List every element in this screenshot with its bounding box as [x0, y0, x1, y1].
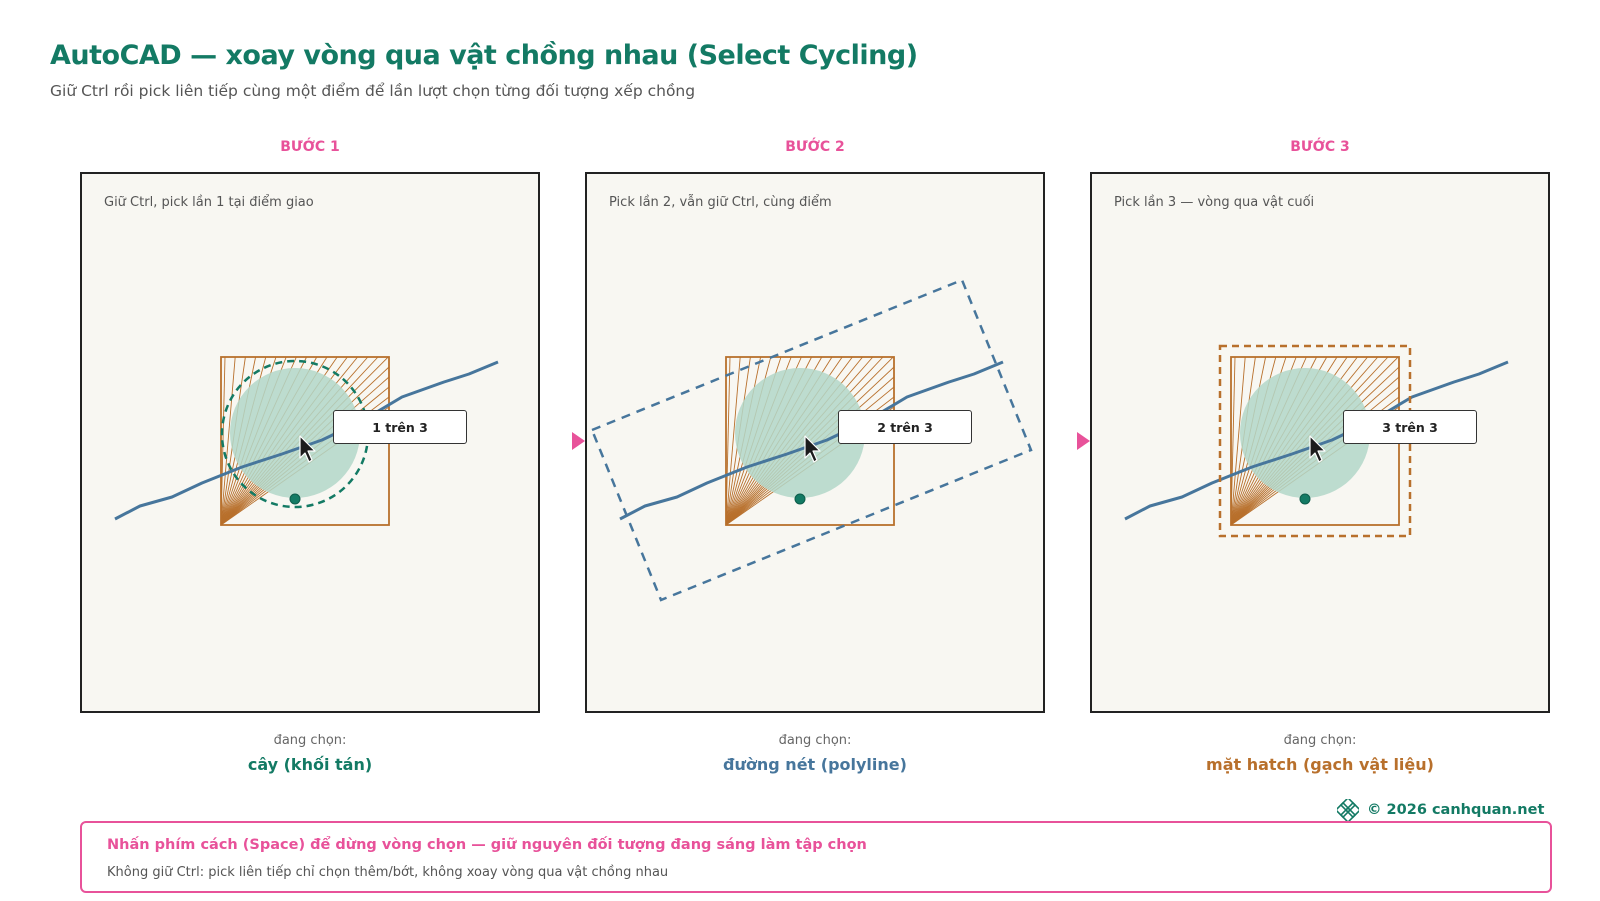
step-3-selection-label: đang chọn: — [1283, 733, 1357, 748]
tree-insertion-point — [1299, 493, 1311, 505]
hatch-line — [1230, 356, 1246, 526]
step-3-caption: Pick lần 3 — vòng qua vật cuối — [1114, 195, 1315, 210]
step-1-selection-value: cây (khối tán) — [247, 755, 373, 774]
tip-box: Nhấn phím cách (Space) để dừng vòng chọn… — [80, 821, 1552, 893]
tip-title: Nhấn phím cách (Space) để dừng vòng chọn… — [107, 837, 867, 853]
hatch-line — [725, 356, 731, 526]
step-1-selection-label: đang chọn: — [273, 733, 347, 748]
logo-icon — [1337, 799, 1359, 821]
cursor-arrow-icon — [299, 435, 316, 463]
tree-insertion-point — [289, 493, 301, 505]
step-1-panel: Giữ Ctrl, pick lần 1 tại điểm giao 1 trê… — [80, 172, 540, 713]
step-arrow-icon — [1077, 432, 1090, 450]
cursor-arrow-icon — [804, 435, 821, 463]
cycle-counter-badge: 3 trên 3 — [1343, 410, 1477, 444]
step-3-label: BƯỚC 3 — [1290, 139, 1350, 155]
step-2-selection-label: đang chọn: — [778, 733, 852, 748]
step-2-label: BƯỚC 2 — [785, 139, 845, 155]
copyright: © 2026 canhquan.net — [1337, 799, 1544, 821]
page-subtitle: Giữ Ctrl rồi pick liên tiếp cùng một điể… — [50, 82, 696, 100]
copyright-text: © 2026 canhquan.net — [1367, 802, 1545, 818]
step-3-panel: Pick lần 3 — vòng qua vật cuối 3 trên 3 — [1090, 172, 1550, 713]
step-1-label: BƯỚC 1 — [280, 139, 340, 155]
tree-canopy — [735, 368, 865, 498]
hatch-line — [1230, 356, 1236, 526]
hatch-selection-highlight — [1218, 344, 1412, 538]
hatch-line — [725, 356, 741, 526]
polyline-selection-highlight — [590, 278, 1033, 602]
step-arrow-icon — [572, 432, 585, 450]
cycle-counter-badge: 2 trên 3 — [838, 410, 972, 444]
step-1-caption: Giữ Ctrl, pick lần 1 tại điểm giao — [104, 195, 314, 210]
step-2-drawing — [590, 278, 1033, 602]
step-3-selection-value: mặt hatch (gạch vật liệu) — [1206, 755, 1434, 774]
hatch-line — [220, 356, 236, 526]
tree-insertion-point — [794, 493, 806, 505]
tree-canopy — [1240, 368, 1370, 498]
page-title: AutoCAD — xoay vòng qua vật chồng nhau (… — [50, 40, 918, 71]
step-2-caption: Pick lần 2, vẫn giữ Ctrl, cùng điểm — [609, 195, 832, 210]
tip-subtitle: Không giữ Ctrl: pick liên tiếp chỉ chọn … — [107, 865, 669, 880]
step-1-drawing — [114, 356, 499, 526]
tree-canopy — [230, 368, 360, 498]
cursor-arrow-icon — [1309, 435, 1326, 463]
step-3-drawing — [1124, 344, 1509, 538]
cycle-counter-badge: 1 trên 3 — [333, 410, 467, 444]
step-2-selection-value: đường nét (polyline) — [723, 755, 907, 774]
step-2-panel: Pick lần 2, vẫn giữ Ctrl, cùng điểm 2 tr… — [585, 172, 1045, 713]
